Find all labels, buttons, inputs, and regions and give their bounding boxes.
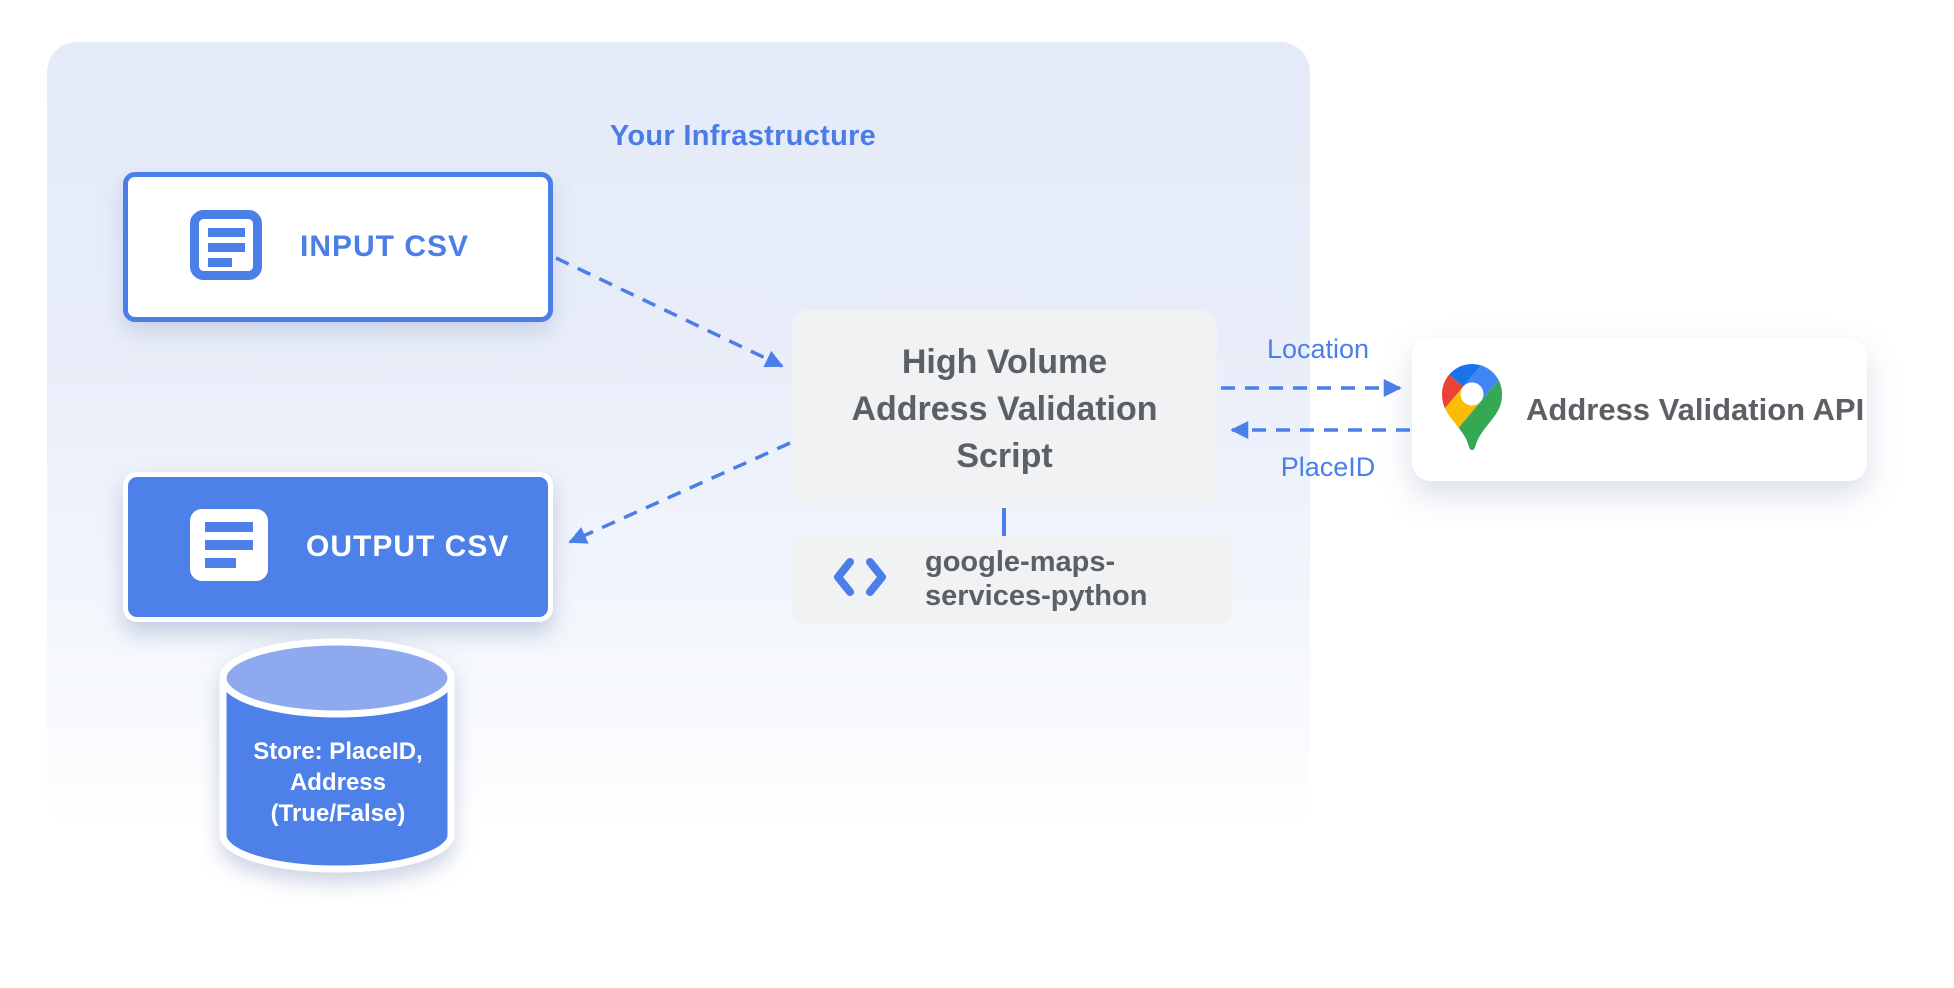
datastore-line: Address — [289, 769, 387, 796]
input-csv-label: INPUT CSV — [300, 230, 470, 263]
document-icon — [190, 508, 268, 586]
input-csv-node: INPUT CSV — [123, 172, 553, 322]
address-validation-api-node: Address Validation API — [1412, 338, 1867, 481]
script-title-line: Address Validation — [851, 389, 1158, 428]
datastore-label: Store: PlaceID, Address (True/False) — [218, 736, 458, 829]
output-csv-label: OUTPUT CSV — [306, 530, 510, 563]
library-node: google-maps- services-python — [791, 535, 1233, 623]
google-maps-pin-icon — [1442, 364, 1503, 455]
script-title-line: High Volume — [901, 342, 1108, 381]
api-label: Address Validation API — [1526, 391, 1865, 427]
library-label-line: services-python — [925, 580, 1148, 612]
database-cylinder-icon — [219, 638, 455, 873]
output-csv-node: OUTPUT CSV — [123, 472, 553, 622]
code-icon — [833, 557, 887, 602]
location-flow-label: Location — [1266, 334, 1370, 364]
placeid-flow-label: PlaceID — [1280, 452, 1376, 482]
script-title-line: Script — [956, 436, 1053, 475]
library-label-line: google-maps- — [925, 546, 1116, 578]
datastore-line: Store: PlaceID, — [253, 738, 423, 765]
datastore-line: (True/False) — [270, 800, 406, 827]
validation-script-node: High Volume Address Validation Script — [792, 310, 1217, 508]
library-label: google-maps- services-python — [925, 545, 1147, 613]
infrastructure-title: Your Infrastructure — [609, 120, 877, 152]
document-icon — [190, 209, 262, 285]
